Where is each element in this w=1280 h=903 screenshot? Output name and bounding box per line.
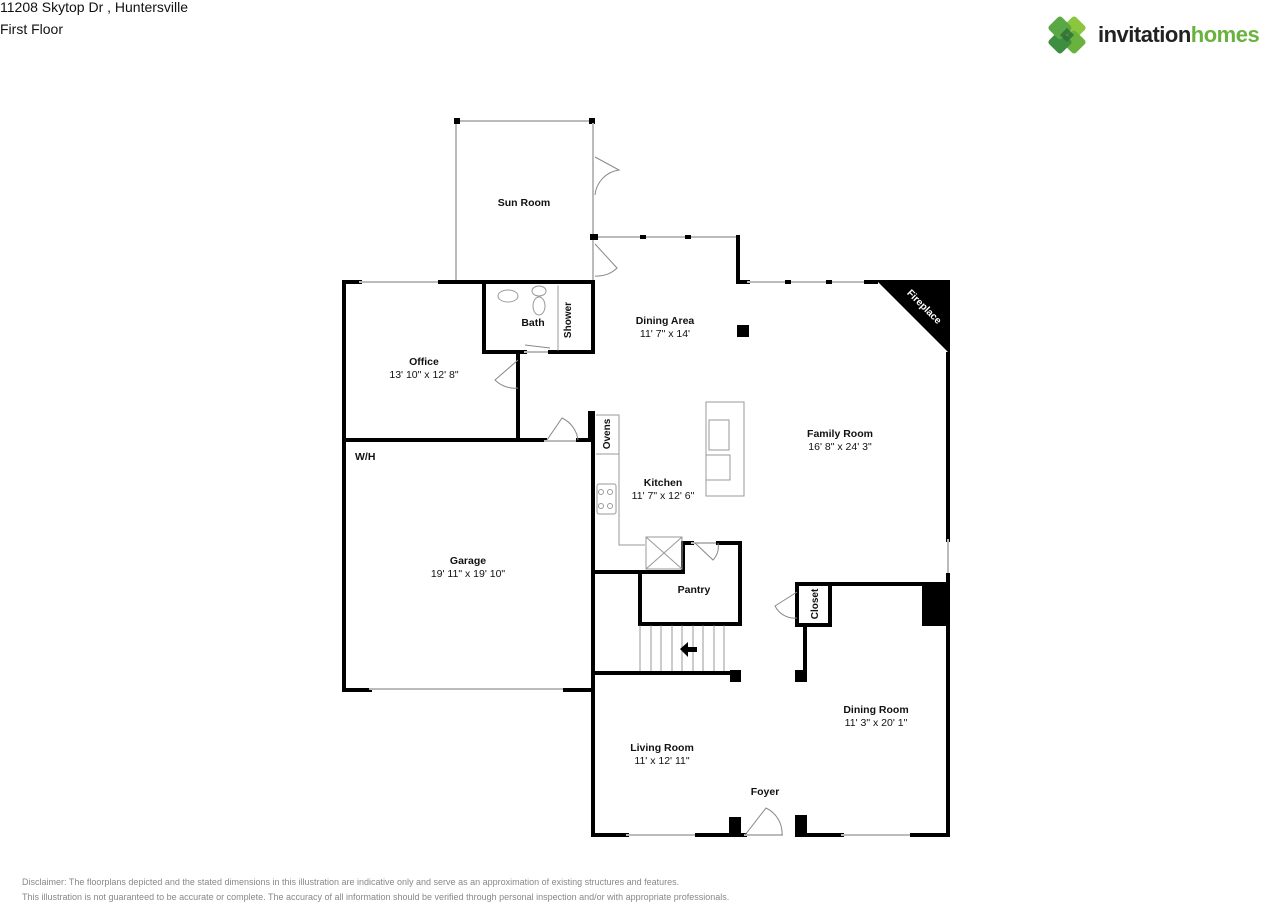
label-ovens: Ovens xyxy=(602,418,613,449)
label-pantry: Pantry xyxy=(678,584,711,596)
label-family-room: Family Room xyxy=(807,428,873,440)
doors xyxy=(494,156,798,836)
label-office: Office xyxy=(409,356,439,368)
disclaimer-line-1: Disclaimer: The floorplans depicted and … xyxy=(22,877,680,887)
label-wh: W/H xyxy=(355,451,375,463)
kitchen-fixtures xyxy=(497,285,745,570)
disclaimer-line-2: This illustration is not guaranteed to b… xyxy=(22,892,730,902)
label-foyer: Foyer xyxy=(751,786,780,798)
label-closet: Closet xyxy=(810,588,821,619)
label-garage: Garage xyxy=(450,555,486,567)
dims-garage: 19' 11" x 19' 10" xyxy=(431,568,506,580)
logo-wordmark: invitationhomes xyxy=(1098,22,1260,47)
walls xyxy=(342,118,950,837)
label-dining-area: Dining Area xyxy=(636,315,695,327)
label-living-room: Living Room xyxy=(630,742,694,754)
label-kitchen: Kitchen xyxy=(644,477,683,489)
label-bath: Bath xyxy=(521,317,544,329)
dims-living-room: 11' x 12' 11" xyxy=(634,755,689,767)
dims-dining-room: 11' 3" x 20' 1" xyxy=(845,717,908,729)
property-address: 11208 Skytop Dr , Huntersville xyxy=(0,0,189,15)
logo-mark-icon xyxy=(1048,16,1086,54)
label-dining-room: Dining Room xyxy=(843,704,908,716)
dims-family-room: 16' 8" x 24' 3" xyxy=(808,441,872,453)
dims-office: 13' 10" x 12' 8" xyxy=(389,369,459,381)
invitation-homes-logo: invitationhomes xyxy=(1044,12,1260,58)
label-sun-room: Sun Room xyxy=(498,197,551,209)
label-shower: Shower xyxy=(563,302,574,338)
floor-label: First Floor xyxy=(0,21,63,37)
dims-kitchen: 11' 7" x 12' 6" xyxy=(632,490,695,502)
dims-dining-area: 11' 7" x 14' xyxy=(640,328,690,340)
